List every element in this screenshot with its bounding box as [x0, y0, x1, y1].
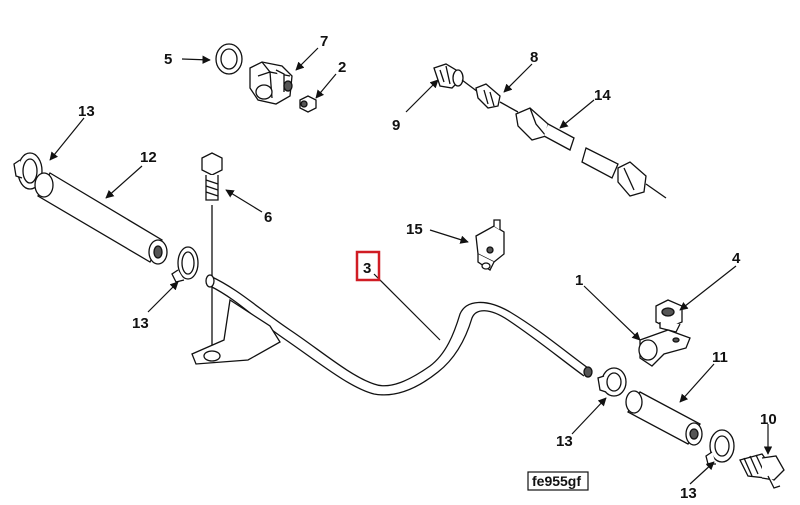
figure-id-label: fe955gf	[527, 471, 589, 491]
part-13-clamp-right-a	[597, 367, 627, 397]
part-11-hose-sleeve	[625, 390, 703, 446]
part-12-hose-sleeve	[34, 172, 168, 265]
part-8-fitting	[461, 79, 519, 113]
leader-lines	[49, 47, 773, 485]
callout-1: 1	[575, 272, 583, 289]
callout-14: 14	[594, 87, 611, 104]
part-4-nut	[655, 299, 683, 333]
part-9-fitting	[433, 63, 464, 89]
callout-13-mid: 13	[132, 315, 149, 332]
callout-2: 2	[338, 59, 346, 76]
callout-10: 10	[760, 411, 777, 428]
callout-11: 11	[712, 349, 728, 366]
part-2-nut	[299, 95, 317, 113]
part-7-fitting	[249, 61, 293, 105]
highlighted-callout-3[interactable]: 3	[355, 250, 381, 282]
part-15-tee	[475, 219, 505, 271]
part-10-barb-fitting	[739, 453, 785, 489]
callout-6: 6	[264, 209, 272, 226]
callout-4: 4	[732, 250, 741, 267]
part-14-hose	[515, 107, 667, 199]
callout-13-top: 13	[78, 103, 95, 120]
callout-12: 12	[140, 149, 157, 166]
callout-3: 3	[363, 260, 371, 277]
callout-8: 8	[530, 49, 538, 66]
part-13-clamp-right-b	[705, 429, 735, 465]
part-13-clamp-mid	[171, 246, 199, 283]
callout-9: 9	[392, 117, 400, 134]
callout-13-right-a: 13	[556, 433, 573, 450]
part-6-bolt	[201, 152, 223, 345]
figure-id-text: fe955gf	[532, 473, 581, 489]
callout-15: 15	[406, 221, 423, 238]
part-1-clip	[638, 329, 691, 367]
callout-7: 7	[320, 33, 328, 50]
part-5-o-ring	[215, 43, 243, 75]
callout-5: 5	[164, 51, 172, 68]
part-3-tube	[191, 274, 593, 396]
callout-13-right-b: 13	[680, 485, 697, 502]
